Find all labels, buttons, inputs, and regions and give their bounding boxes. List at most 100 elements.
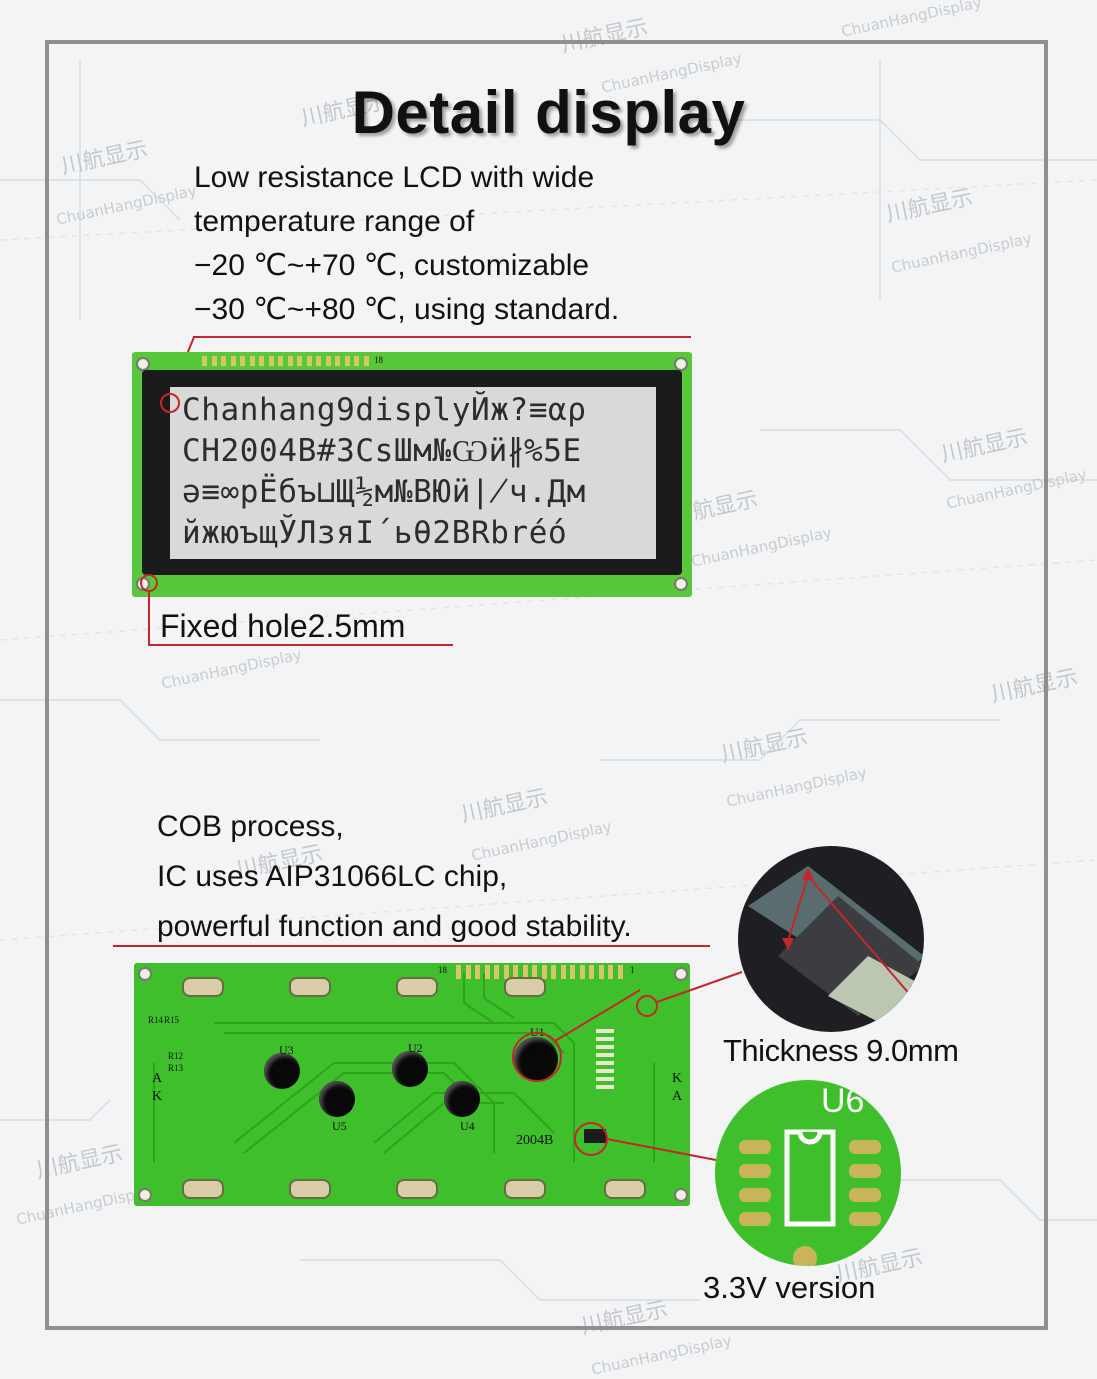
- cob-chip: [514, 1037, 558, 1081]
- text-line: temperature range of: [194, 205, 475, 238]
- lcd-pin: [335, 356, 340, 366]
- pcb-pin: [513, 965, 518, 979]
- pcb-label: U3: [279, 1043, 294, 1057]
- cob-chip: [264, 1053, 300, 1089]
- pcb-label: K: [672, 1071, 683, 1086]
- mount-hole: [138, 1188, 152, 1202]
- thickness-zoom: [738, 846, 924, 1032]
- feature-description-cob: COB process, IC uses AIP31066LC chip, po…: [157, 802, 632, 952]
- pcb-pin: [465, 965, 471, 979]
- lcd-pin: [221, 356, 226, 366]
- pcb-pin: [570, 965, 575, 979]
- u6-zoom-graphic: [739, 1129, 881, 1266]
- pcb-pin: [560, 965, 566, 979]
- lcd-row: Chanhang9displyЙж?≡αρ: [182, 392, 587, 428]
- pcb-pin: [541, 965, 547, 979]
- lcd-pin: [363, 356, 369, 366]
- mount-hole: [674, 357, 688, 371]
- fixed-hole-label: Fixed hole2.5mm: [160, 608, 406, 644]
- callout-line: [148, 644, 453, 646]
- mount-hole: [674, 967, 688, 981]
- version-label: 3.3V version: [703, 1270, 876, 1305]
- feature-description-temperature: Low resistance LCD with wide temperature…: [194, 156, 619, 332]
- pcb-pin: [598, 965, 604, 979]
- lcd-pin: [249, 356, 255, 366]
- lcd-pin: [211, 356, 217, 366]
- pcb-pin: [522, 965, 528, 979]
- pcb-label: A: [672, 1089, 683, 1104]
- page-title: Detail display: [351, 79, 746, 146]
- pcb-label: U2: [408, 1041, 423, 1055]
- pcb-model-label: 2004B: [516, 1133, 554, 1148]
- callout-line: [193, 336, 691, 338]
- mount-clip: [396, 1179, 438, 1199]
- cob-chip: [444, 1081, 480, 1117]
- pcb-label: 1: [630, 965, 635, 975]
- lcd-module: 18 Chanhang9displyЙж?≡αρ CH2004B#3CsШм№Ѡ…: [132, 352, 692, 597]
- text-line: −20 ℃~+70 ℃, customizable: [194, 249, 590, 282]
- mount-clip: [504, 1179, 546, 1199]
- mount-hole: [674, 1188, 688, 1202]
- mount-clip: [504, 977, 546, 997]
- pcb-pin: [589, 965, 594, 979]
- mount-clip: [289, 1179, 331, 1199]
- text-line: −30 ℃~+80 ℃, using standard.: [194, 293, 620, 326]
- lcd-row: CH2004B#3CsШм№Ѡӥ∦%5E: [182, 433, 582, 469]
- smd-array: [596, 1029, 614, 1089]
- mount-clip: [604, 1179, 646, 1199]
- pcb-label: A: [152, 1071, 163, 1086]
- pcb-pin: [551, 965, 556, 979]
- lcd-pin: [259, 356, 264, 366]
- callout-line: [113, 945, 710, 947]
- pcb-label: 18: [438, 965, 447, 975]
- pcb-label: R14: [148, 1015, 164, 1025]
- cob-chip: [319, 1081, 355, 1117]
- callout-line: [148, 590, 150, 646]
- pcb-pin: [494, 965, 499, 979]
- lcd-pin: [316, 356, 321, 366]
- thickness-zoom-graphic: [748, 866, 924, 1032]
- lcd-pin: [297, 356, 302, 366]
- mount-hole: [138, 967, 152, 981]
- pcb-pin: [532, 965, 537, 979]
- lcd-screen: Chanhang9displyЙж?≡αρ CH2004B#3CsШм№Ѡӥ∦%…: [170, 387, 656, 559]
- pcb-label: U4: [460, 1119, 475, 1133]
- text-line: powerful function and good stability.: [157, 910, 632, 943]
- pcb-label: R13: [168, 1063, 184, 1073]
- lcd-pin: [325, 356, 331, 366]
- pcb-pin: [579, 965, 585, 979]
- lcd-pin: [230, 356, 236, 366]
- mount-clip: [289, 977, 331, 997]
- lcd-row: ə≡∞рЁбъ⊔Щ½м№ВЮӥ∤ч.Дм: [182, 474, 586, 510]
- lcd-pin: [202, 356, 207, 366]
- lcd-row: йжюъщЎЛзяI´ьθ2BRbréó: [182, 515, 568, 551]
- thickness-label: Thickness 9.0mm: [723, 1033, 959, 1068]
- lcd-pin: [306, 356, 312, 366]
- lcd-pin: [268, 356, 274, 366]
- smd-chip: [584, 1129, 606, 1143]
- text-line: Low resistance LCD with wide: [194, 161, 595, 194]
- u6-zoom-label: U6: [821, 1082, 865, 1120]
- lcd-pin: [344, 356, 350, 366]
- text-line: IC uses AIP31066LC chip,: [157, 860, 508, 893]
- lcd-pin: [278, 356, 283, 366]
- pcb-pin: [456, 965, 461, 979]
- mount-clip: [182, 1179, 224, 1199]
- lcd-pin: [287, 356, 293, 366]
- pcb-pin: [503, 965, 509, 979]
- lcd-pin: [354, 356, 359, 366]
- mount-hole: [674, 577, 688, 591]
- pcb-pin: [617, 965, 623, 979]
- content-frame: [45, 40, 1048, 1330]
- text-line: COB process,: [157, 810, 344, 843]
- lcd-pin: [240, 356, 245, 366]
- pcb-label: U1: [530, 1025, 545, 1039]
- pcb-pin: [475, 965, 480, 979]
- pcb-label: U5: [332, 1119, 347, 1133]
- pcb-label: R12: [168, 1051, 184, 1061]
- lcd-pin-label: 18: [374, 355, 383, 365]
- lcd-bezel: Chanhang9displyЙж?≡αρ CH2004B#3CsШм№Ѡӥ∦%…: [142, 370, 682, 575]
- pcb-label: R15: [164, 1015, 180, 1025]
